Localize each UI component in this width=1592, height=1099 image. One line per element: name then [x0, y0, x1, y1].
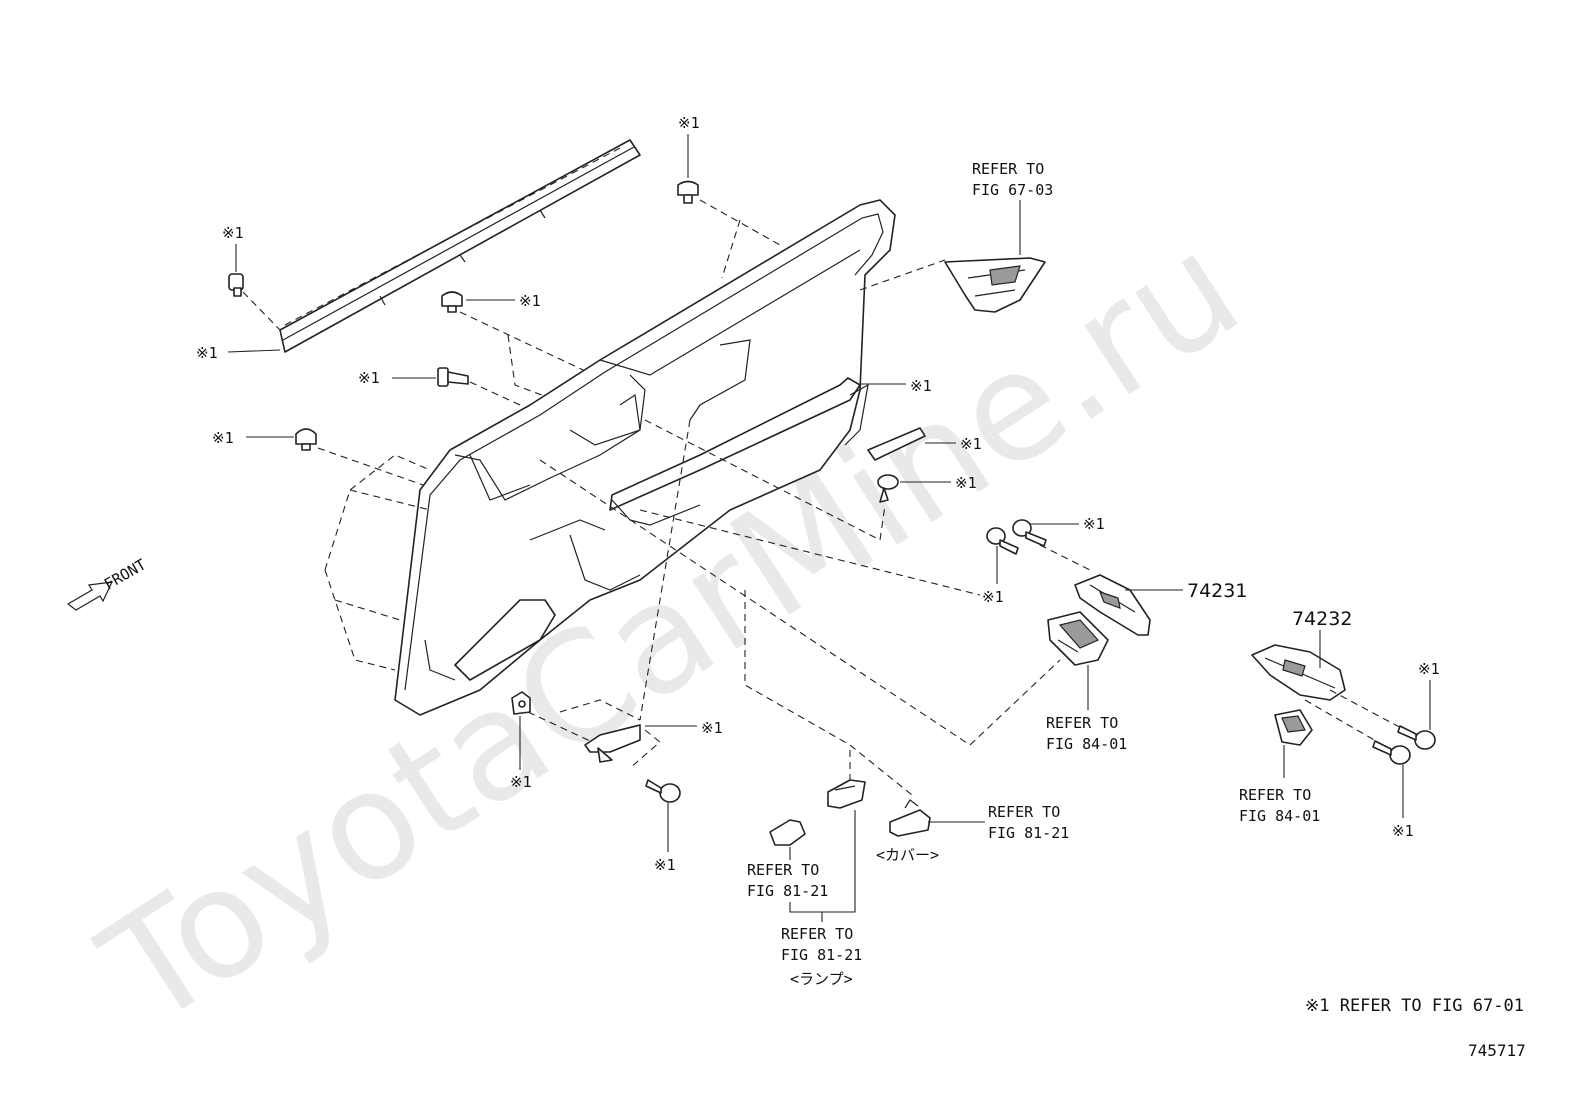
ref-fig8121c-line2: FIG 81-21 [988, 824, 1069, 842]
ref-fig8121c-line1: REFER TO [988, 803, 1060, 821]
mark-label: ※1 [955, 474, 977, 492]
window-switch-right [1274, 709, 1313, 746]
screw-icon [1372, 740, 1411, 765]
ref-fig8121m-line1: REFER TO [781, 925, 853, 943]
lamp-housing [827, 779, 866, 809]
screw-icon [645, 779, 681, 803]
ref-fig8401-line2: FIG 84-01 [1046, 735, 1127, 753]
front-arrow-icon [66, 581, 114, 611]
lamp-label: <ランプ> [790, 970, 853, 988]
diagram-code: 745717 [1468, 1041, 1526, 1060]
mark-label: ※1 [910, 377, 932, 395]
mark-label: ※1 [358, 369, 380, 387]
clip-icon [228, 273, 244, 297]
footnote: ※1 REFER TO FIG 67-01 [1305, 996, 1524, 1016]
lamp-bulb [769, 819, 806, 846]
door-weatherstrip [279, 139, 641, 353]
ref-fig8401r-line1: REFER TO [1239, 786, 1311, 804]
door-trim-panel [394, 199, 896, 716]
trim-pad [867, 427, 926, 461]
mark-label: ※1 [960, 435, 982, 453]
mark-label: ※1 [1392, 822, 1414, 840]
mark-label: ※1 [222, 224, 244, 242]
clip-icon [677, 180, 699, 204]
mark-label: ※1 [654, 856, 676, 874]
screw-clip-icon [437, 367, 469, 387]
clip-icon [441, 291, 463, 313]
mark-label: ※1 [982, 588, 1004, 606]
mark-label: ※1 [212, 429, 234, 447]
mark-label: ※1 [678, 114, 700, 132]
mark-label: ※1 [519, 292, 541, 310]
screw-icon [1012, 519, 1047, 547]
mark-label: ※1 [1083, 515, 1105, 533]
screw-icon [1397, 725, 1436, 750]
screw-icon [877, 474, 899, 503]
ref-fig8121l-line2: FIG 81-21 [747, 882, 828, 900]
ref-fig6703-line1: REFER TO [972, 160, 1044, 178]
inside-handle-bezel [944, 257, 1046, 313]
clip-icon [295, 428, 317, 451]
part-number-74231: 74231 [1187, 580, 1247, 602]
ref-fig8401-line1: REFER TO [1046, 714, 1118, 732]
mark-label: ※1 [510, 773, 532, 791]
switch-base-74232 [1251, 644, 1346, 701]
screw-icon [986, 527, 1019, 555]
mark-label: ※1 [701, 719, 723, 737]
bracket [584, 724, 641, 763]
window-switch [1047, 611, 1109, 666]
retainer-clip [511, 691, 531, 715]
ref-fig8401r-line2: FIG 84-01 [1239, 807, 1320, 825]
ref-fig8121m-line2: FIG 81-21 [781, 946, 862, 964]
lamp-cover [889, 799, 931, 837]
ref-fig8121l-line1: REFER TO [747, 861, 819, 879]
cover-label: <カバー> [876, 846, 939, 864]
switch-base-74231 [1074, 574, 1151, 636]
mark-label: ※1 [1418, 660, 1440, 678]
part-number-74232: 74232 [1292, 608, 1352, 630]
front-label: FRONT [101, 555, 149, 593]
mark-label: ※1 [196, 344, 218, 362]
ref-fig6703-line2: FIG 67-03 [972, 181, 1053, 199]
